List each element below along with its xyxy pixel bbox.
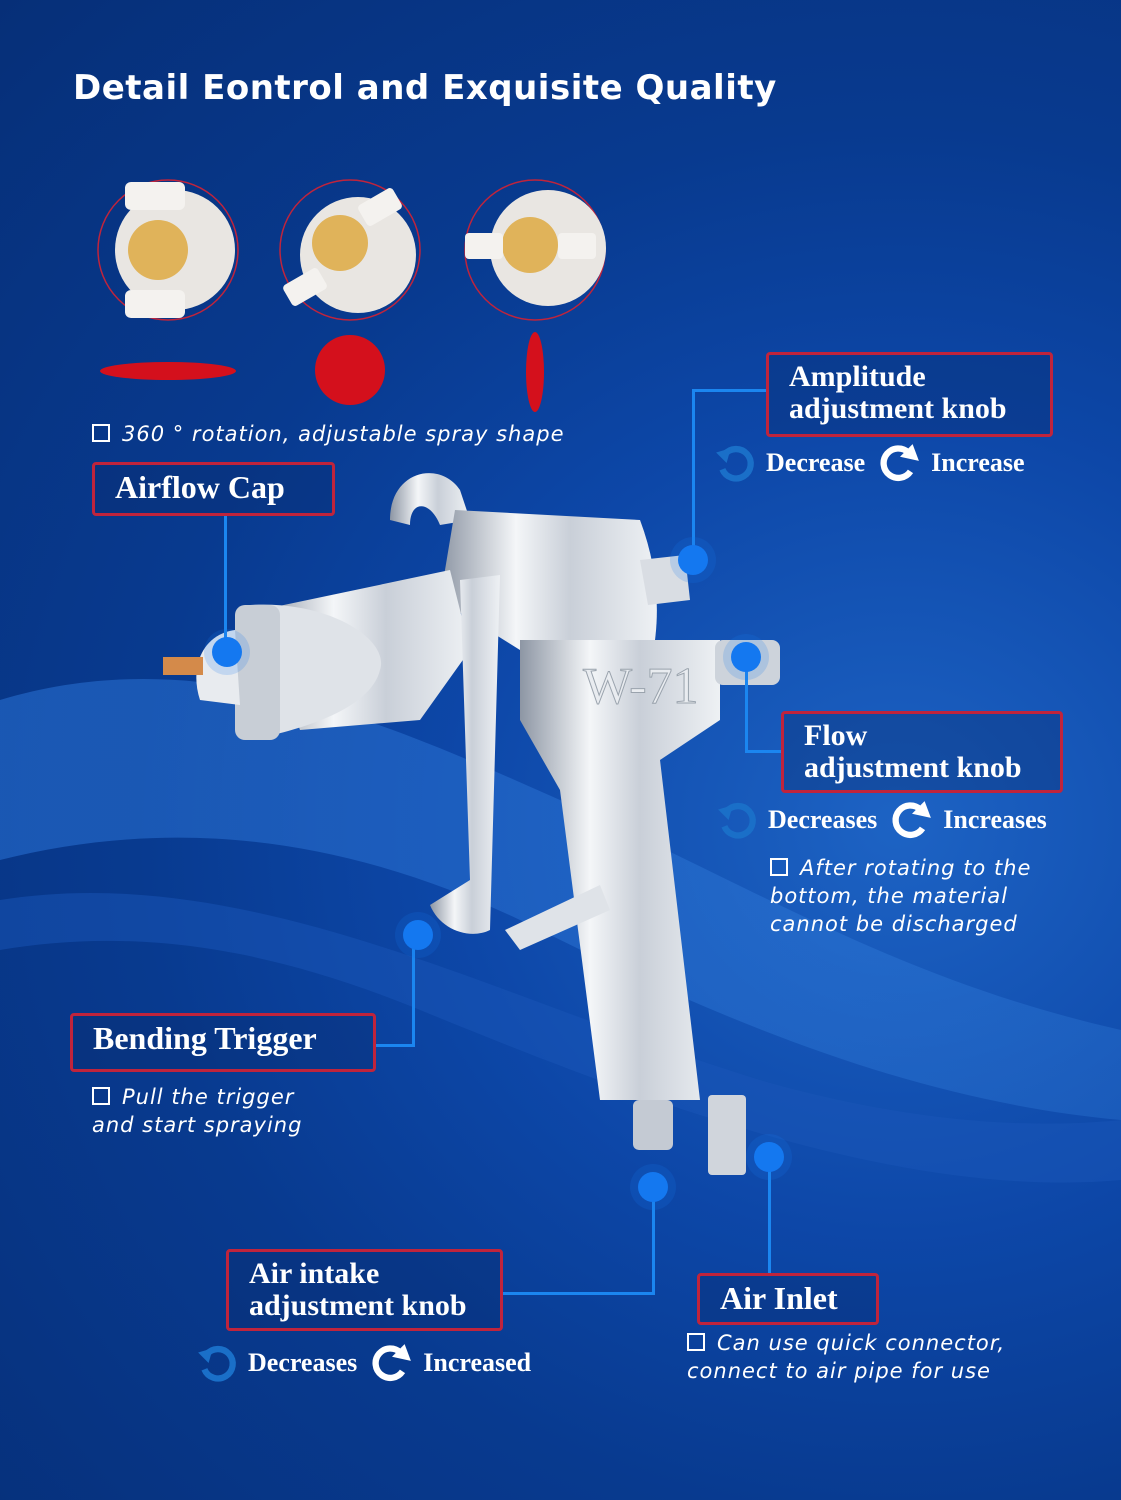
amplitude-connector-h: [692, 389, 766, 392]
checkbox-icon: [770, 858, 788, 876]
page-title: Detail Eontrol and Exquisite Quality: [73, 68, 777, 108]
airflow-cap-connector: [224, 516, 227, 652]
air-intake-marker: [638, 1172, 668, 1202]
amplitude-label-line2: adjustment knob: [789, 392, 1007, 425]
nozzle-cap-round: [279, 179, 421, 321]
nozzle-cap-horizontal: [97, 179, 239, 321]
air-intake-label-line2: adjustment knob: [249, 1289, 467, 1322]
air-inlet-marker: [754, 1142, 784, 1172]
checkbox-icon: [92, 1087, 110, 1105]
air-intake-connector-v: [652, 1187, 655, 1295]
flow-knob-label: Flow adjustment knob: [781, 711, 1063, 793]
rotate-clockwise-icon: [880, 444, 920, 481]
bending-trigger-label: Bending Trigger: [70, 1013, 376, 1072]
flow-note: After rotating to the bottom, the materi…: [770, 856, 1032, 936]
rotate-clockwise-icon: [372, 1344, 412, 1381]
flow-label-line1: Flow: [804, 719, 868, 752]
amplitude-connector-v: [692, 389, 695, 560]
decrease-label: Decreases: [768, 805, 878, 834]
flow-label-line2: adjustment knob: [804, 751, 1022, 784]
amplitude-marker: [678, 545, 708, 575]
decrease-label: Decrease: [766, 448, 866, 477]
increase-label: Increase: [931, 448, 1025, 477]
amplitude-knob-label: Amplitude adjustment knob: [766, 352, 1053, 437]
flow-connector-v: [745, 657, 748, 752]
amplitude-direction-row: Decrease Increase: [714, 442, 1025, 484]
increase-label: Increases: [943, 805, 1047, 834]
amplitude-label-line1: Amplitude: [789, 360, 926, 393]
nozzle-cap-vertical: [464, 179, 606, 321]
rotate-counterclockwise-icon: [198, 1345, 236, 1382]
air-intake-connector-h: [503, 1292, 654, 1295]
spray-shape-note: 360 ° rotation, adjustable spray shape: [92, 420, 565, 448]
spray-pattern-vertical: [526, 332, 544, 412]
increase-label: Increased: [423, 1348, 532, 1377]
trigger-marker: [403, 920, 433, 950]
air-intake-direction-row: Decreases Increased: [196, 1342, 531, 1384]
checkbox-icon: [92, 424, 110, 442]
air-intake-knob-label: Air intake adjustment knob: [226, 1249, 503, 1331]
airflow-cap-marker: [212, 637, 242, 667]
air-inlet-label: Air Inlet: [697, 1273, 879, 1325]
trigger-connector-h: [376, 1044, 414, 1047]
air-inlet-connector: [768, 1157, 771, 1273]
air-intake-label-line1: Air intake: [249, 1257, 380, 1290]
rotate-clockwise-icon: [892, 801, 932, 838]
air-inlet-note: Can use quick connector, connect to air …: [687, 1331, 1006, 1383]
trigger-connector-v: [412, 935, 415, 1047]
spray-pattern-round: [315, 335, 385, 405]
spray-pattern-horizontal: [100, 362, 236, 380]
trigger-note: Pull the trigger and start spraying: [92, 1085, 303, 1137]
decrease-label: Decreases: [248, 1348, 358, 1377]
checkbox-icon: [687, 1333, 705, 1351]
flow-connector-h: [745, 750, 781, 753]
flow-direction-row: Decreases Increases: [716, 799, 1047, 841]
svg-text:W-71: W-71: [583, 658, 699, 715]
spray-gun-image: W-71: [163, 473, 780, 1175]
rotate-counterclockwise-icon: [716, 445, 754, 482]
airflow-cap-label: Airflow Cap: [92, 462, 335, 516]
rotate-counterclockwise-icon: [718, 802, 756, 839]
flow-marker: [731, 642, 761, 672]
